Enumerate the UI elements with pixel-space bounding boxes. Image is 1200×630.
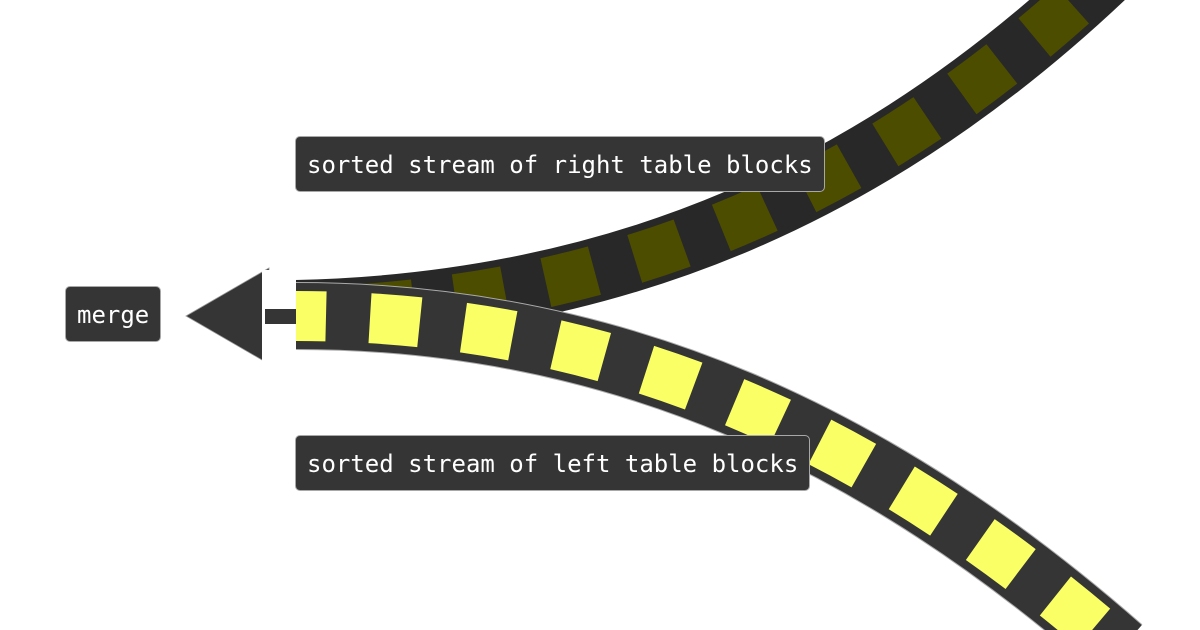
right-stream-blocks bbox=[295, 0, 1115, 337]
left-stream-blocks bbox=[295, 291, 1136, 630]
right-stream-label: sorted stream of right table blocks bbox=[295, 136, 825, 192]
left-stream-label: sorted stream of left table blocks bbox=[295, 435, 811, 491]
merge-label: merge bbox=[65, 286, 162, 342]
left-table-stream bbox=[262, 270, 1143, 630]
